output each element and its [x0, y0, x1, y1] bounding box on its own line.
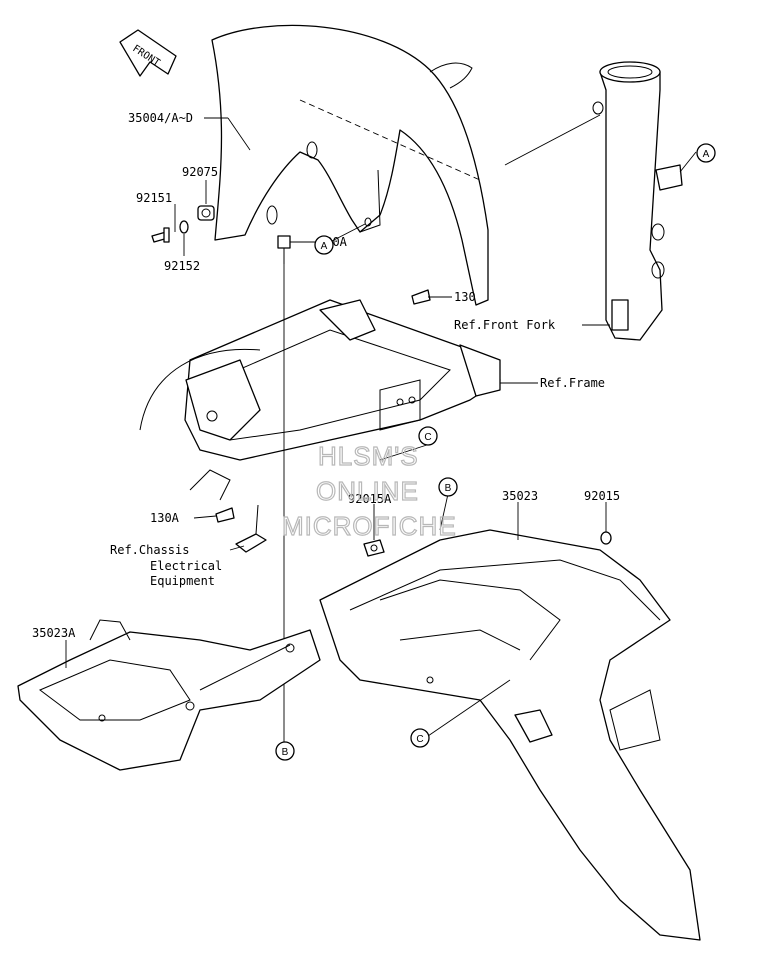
washer-92152 [179, 220, 189, 234]
bolt-130 [411, 289, 431, 305]
label-ref-chassis-2: Electrical [150, 559, 222, 573]
label-130: 130 [454, 290, 476, 304]
svg-text:B: B [282, 747, 289, 758]
label-ref-front-fork: Ref.Front Fork [454, 318, 556, 332]
label-ref-frame: Ref.Frame [540, 376, 605, 390]
label-ref-chassis-1: Ref.Chassis [110, 543, 189, 557]
label-92152: 92152 [164, 259, 200, 273]
watermark-line-2: ONLINE [316, 476, 419, 506]
watermark-line-3: MICROFICHE [282, 511, 457, 541]
label-92151: 92151 [136, 191, 172, 205]
clip-92015a [363, 539, 385, 557]
svg-text:B: B [445, 483, 452, 494]
svg-text:A: A [703, 149, 710, 160]
callout-c-2: C [410, 728, 430, 748]
label-92015a: 92015A [348, 492, 392, 506]
callout-b-2: B [275, 741, 295, 761]
leader-lines [65, 114, 697, 737]
rear-fender-part [319, 529, 701, 941]
label-ref-chassis-3: Equipment [150, 574, 215, 588]
bolt-92151 [151, 227, 170, 243]
svg-text:A: A [321, 241, 328, 252]
chassis-bracket-part [235, 504, 267, 553]
front-fender-part [211, 24, 489, 306]
front-fork-part [592, 61, 683, 341]
front-arrow-icon: FRONT [119, 29, 177, 77]
clip-92015 [600, 531, 612, 545]
callout-a-1: A [314, 235, 334, 255]
bolt-130a-mid [215, 507, 235, 523]
callout-b-1: B [438, 477, 458, 497]
label-35023: 35023 [502, 489, 538, 503]
label-92015: 92015 [584, 489, 620, 503]
label-92075: 92075 [182, 165, 218, 179]
watermark-line-1: HLSM'S [318, 441, 419, 471]
label-130a-mid: 130A [150, 511, 180, 525]
callout-a-2: A [696, 143, 716, 163]
label-35023a: 35023A [32, 626, 76, 640]
callout-c-1: C [418, 426, 438, 446]
label-35004: 35004/A~D [128, 111, 193, 125]
svg-text:C: C [416, 734, 423, 745]
svg-text:C: C [424, 432, 431, 443]
battery-case-part [17, 619, 321, 771]
frame-part [139, 250, 501, 760]
nut-92075 [197, 205, 215, 221]
watermark: HLSM'S ONLINE MICROFICHE [281, 440, 457, 541]
